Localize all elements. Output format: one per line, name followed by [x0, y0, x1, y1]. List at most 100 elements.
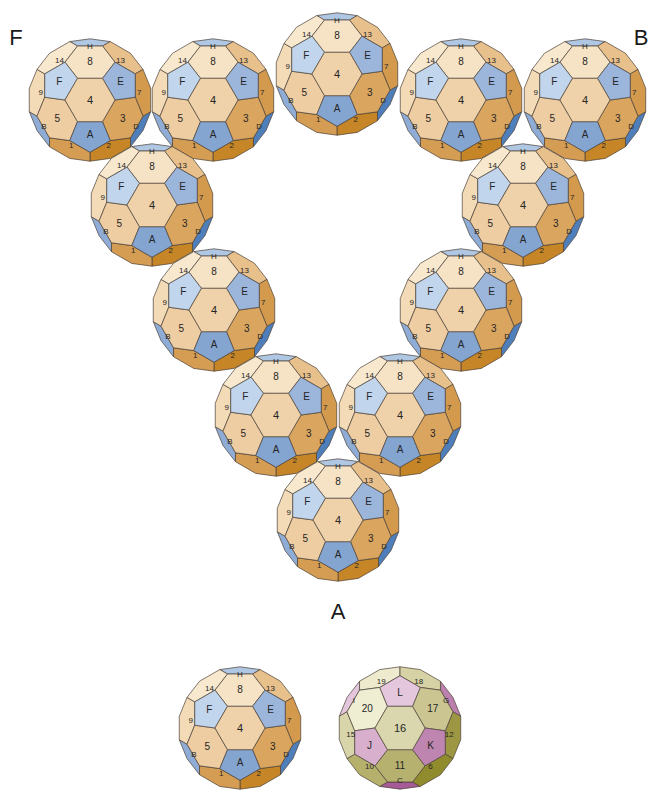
ball-face	[65, 78, 115, 121]
corner-label: F	[9, 27, 22, 49]
face-label: J	[367, 741, 372, 751]
face-label: 7	[508, 299, 512, 307]
face-label: F	[427, 77, 433, 87]
face-label: F	[304, 497, 310, 507]
face-label: 4	[458, 305, 464, 316]
face-label: D	[443, 438, 449, 446]
face-label: H	[149, 148, 155, 156]
face-label: D	[566, 228, 572, 236]
soccer-ball: H148139FE7453BAD12	[273, 10, 401, 138]
face-label: 14	[205, 685, 214, 693]
face-label: 14	[179, 267, 188, 275]
face-label: 5	[425, 114, 431, 124]
face-label: 9	[188, 717, 192, 725]
face-label: B	[227, 438, 232, 446]
face-label: H	[458, 253, 464, 261]
face-label: 5	[549, 114, 555, 124]
face-label: E	[364, 51, 371, 61]
face-label: D	[283, 751, 289, 759]
face-label: 1	[69, 142, 73, 150]
ball-face	[565, 122, 605, 153]
ball-face	[375, 393, 425, 436]
face-label: F	[242, 392, 248, 402]
face-label: 14	[426, 57, 435, 65]
soccer-ball: H148139FE7453BAD12	[88, 141, 216, 269]
face-label: 19	[377, 678, 386, 686]
face-label: 2	[478, 142, 482, 150]
face-label: D	[504, 123, 510, 131]
ball-face	[436, 78, 486, 121]
face-label: H	[458, 43, 464, 51]
face-label: D	[628, 123, 634, 131]
face-label: 8	[210, 57, 216, 67]
face-label: B	[412, 123, 417, 131]
ball-face	[220, 750, 260, 781]
face-label: 14	[55, 57, 64, 65]
face-label: E	[117, 77, 124, 87]
soccer-ball: H148139FE7453BAD12	[149, 36, 277, 164]
face-label: L	[397, 688, 403, 698]
face-label: 11	[395, 761, 405, 771]
face-label: H	[237, 671, 243, 679]
face-label: H	[211, 253, 217, 261]
face-label: A	[87, 130, 94, 140]
face-label: 3	[491, 324, 497, 334]
face-label: 7	[384, 63, 388, 71]
face-label: B	[103, 228, 108, 236]
face-label: 4	[397, 410, 403, 421]
face-label: 8	[87, 57, 93, 67]
soccer-ball: H148139FE7453BAD12	[397, 36, 525, 164]
face-label: 1	[131, 247, 135, 255]
face-label: A	[458, 130, 465, 140]
face-label: D	[195, 228, 201, 236]
face-label: 5	[116, 219, 122, 229]
face-label: 1	[255, 457, 259, 465]
face-label: 2	[540, 247, 544, 255]
ball-face	[188, 78, 238, 121]
face-label: 9	[224, 404, 228, 412]
face-label: 8	[458, 57, 464, 67]
face-label: 5	[301, 88, 307, 98]
face-label: 4	[334, 69, 340, 80]
face-label: 13	[266, 685, 275, 693]
face-label: 1	[379, 457, 383, 465]
face-label: 13	[240, 267, 249, 275]
face-label: E	[427, 392, 434, 402]
face-label: B	[41, 123, 46, 131]
face-label: 3	[367, 88, 373, 98]
face-label: 2	[417, 457, 421, 465]
face-label: 1	[502, 247, 506, 255]
ball-face	[193, 122, 233, 153]
face-label: 10	[365, 763, 374, 771]
ball-face	[375, 706, 425, 749]
face-label: 4	[520, 200, 526, 211]
face-label: 3	[120, 114, 126, 124]
face-label: 8	[335, 477, 341, 487]
face-label: 14	[365, 372, 374, 380]
face-label: 4	[237, 723, 243, 734]
face-label: 7	[323, 404, 327, 412]
face-label: 20	[362, 704, 373, 714]
face-label: 7	[508, 89, 512, 97]
face-label: 3	[244, 324, 250, 334]
face-label: A	[273, 445, 280, 455]
face-label: A	[397, 445, 404, 455]
face-label: 5	[425, 324, 431, 334]
face-label: 13	[611, 57, 620, 65]
ball-face	[503, 227, 543, 258]
corner-label: B	[634, 27, 649, 49]
face-label: 13	[178, 162, 187, 170]
face-label: A	[210, 130, 217, 140]
face-label: 13	[549, 162, 558, 170]
face-label: F	[366, 392, 372, 402]
face-label: 4	[210, 95, 216, 106]
face-label: 1	[219, 770, 223, 778]
face-label: 4	[582, 95, 588, 106]
face-label: D	[257, 333, 263, 341]
face-label: 8	[458, 267, 464, 277]
face-label: 8	[397, 372, 403, 382]
face-label: 5	[178, 324, 184, 334]
ball-face	[251, 393, 301, 436]
soccer-ball: H148139FE7453BAD12	[397, 246, 525, 374]
soccer-ball: H148139FE7453BAD12	[274, 456, 402, 584]
